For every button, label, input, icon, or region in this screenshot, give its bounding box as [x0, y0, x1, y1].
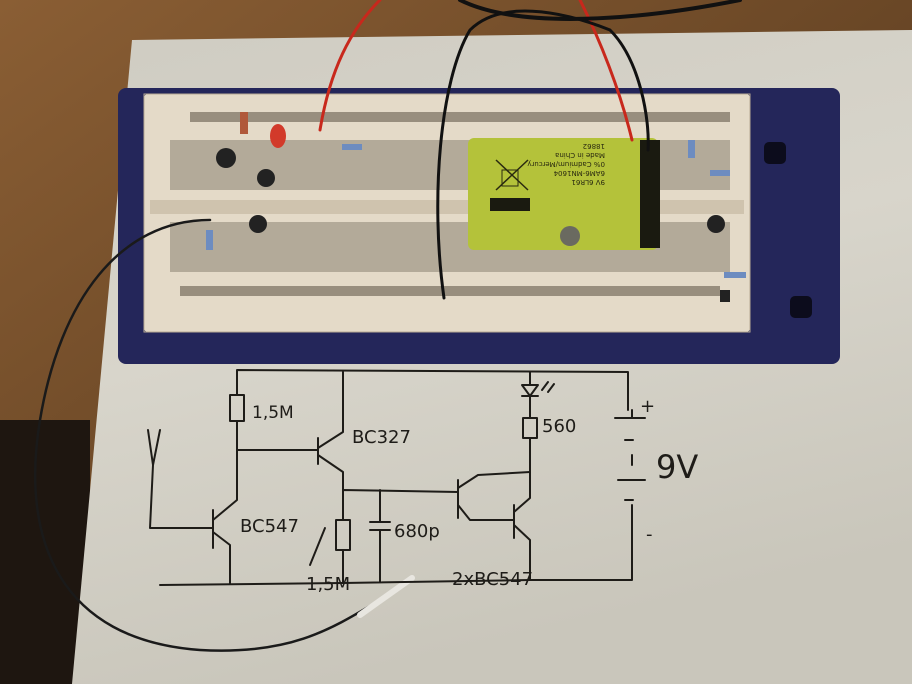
- components: [206, 112, 746, 302]
- battery-label-4: Made in China: [555, 151, 605, 159]
- battery-label-2: 6AM6-MN1604: [553, 169, 605, 177]
- label-r-led: 560: [542, 416, 576, 437]
- label-r1: 1,5M: [252, 403, 294, 423]
- label-minus: -: [646, 524, 653, 545]
- wires: [33, 0, 742, 652]
- 9v-battery: 9V 6LR61 6AM6-MN1604 0% Cadmium/Mercury …: [468, 138, 660, 250]
- dark-floor: [0, 420, 90, 684]
- red-led: [270, 124, 286, 148]
- label-bc547: BC547: [240, 516, 299, 537]
- label-plus: +: [640, 396, 655, 417]
- battery-label-5: 18862: [583, 142, 605, 150]
- white-probe: [357, 575, 415, 618]
- battery-label-3: 0% Cadmium/Mercury: [527, 160, 605, 168]
- label-bc327: BC327: [352, 427, 411, 448]
- schematic-drawing: [147, 369, 646, 586]
- label-supply: 9V: [656, 448, 698, 486]
- resistor: [342, 144, 362, 150]
- label-r2: 1,5M: [306, 574, 350, 595]
- label-darlington: 2xBC547: [452, 569, 533, 590]
- transistor: [216, 148, 236, 168]
- ikea-logo: [490, 159, 530, 211]
- battery-label-1: 9V 6LR61: [571, 178, 605, 186]
- capacitor: [560, 226, 580, 246]
- label-cap: 680p: [394, 521, 440, 542]
